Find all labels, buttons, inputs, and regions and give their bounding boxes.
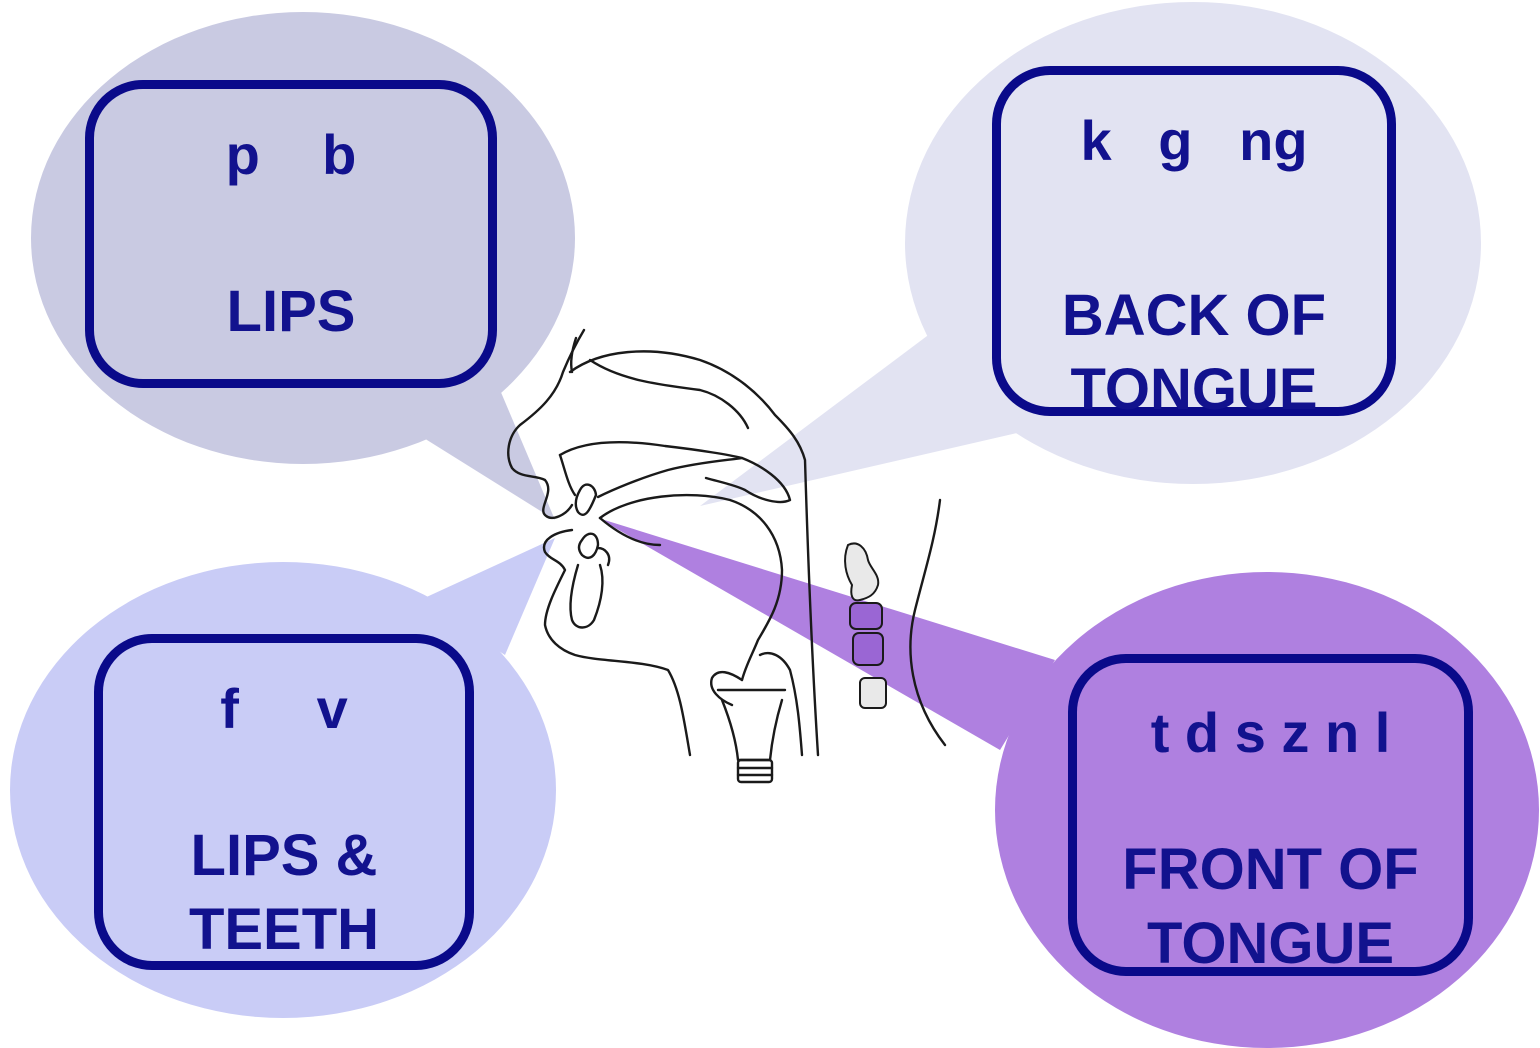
front-of-tongue-sounds: t d s z n l: [1077, 703, 1464, 763]
back-of-tongue-sounds: k g ng: [1001, 111, 1387, 171]
vertebrae: [845, 543, 886, 708]
front-of-tongue-label-box: t d s z n l FRONT OF TONGUE: [1068, 654, 1473, 976]
lips-and-teeth-sounds: f v: [103, 679, 465, 739]
lips-label-box: p b LIPS: [85, 80, 497, 388]
lips-and-teeth-place-label: LIPS & TEETH: [103, 819, 465, 967]
front-of-tongue-place-label: FRONT OF TONGUE: [1077, 833, 1464, 981]
lips-place-label: LIPS: [94, 275, 488, 349]
lips-sounds: p b: [94, 125, 488, 185]
back-of-tongue-label-box: k g ng BACK OF TONGUE: [992, 66, 1396, 416]
back-of-tongue-place-label: BACK OF TONGUE: [1001, 279, 1387, 427]
lips-and-teeth-label-box: f v LIPS & TEETH: [94, 634, 474, 970]
